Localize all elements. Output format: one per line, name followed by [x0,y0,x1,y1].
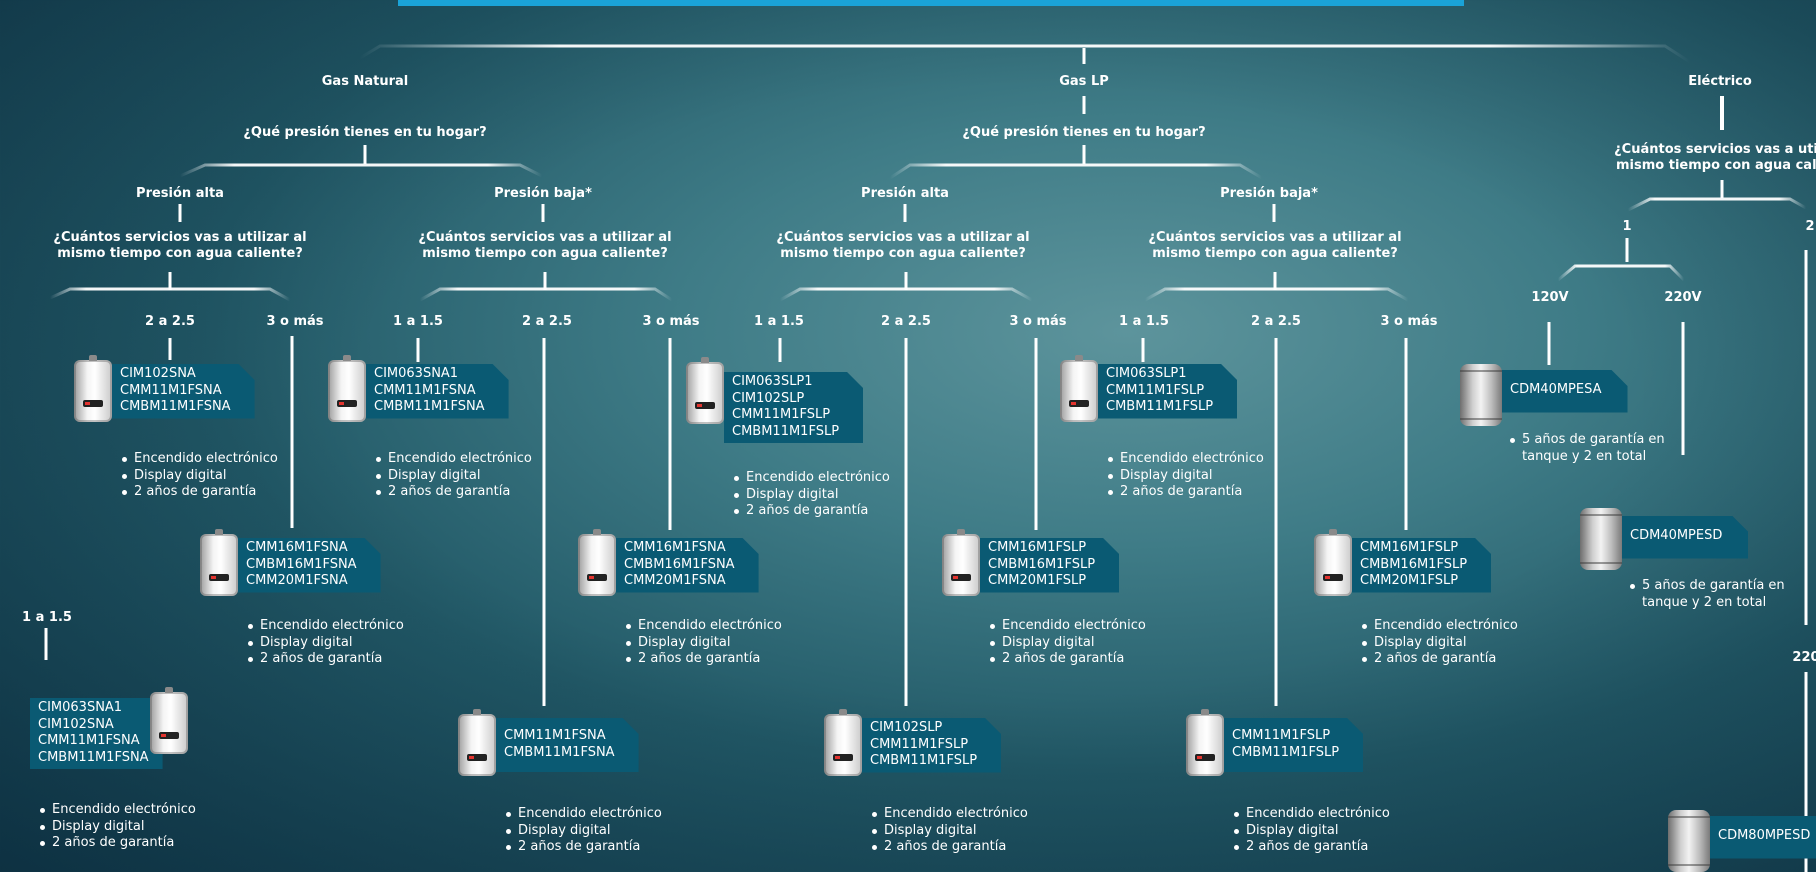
label-range-gn-alta-2a25: 2 a 2.5 [145,314,195,329]
label-electrico: Eléctrico [1688,74,1752,89]
question-servicios-electrico: ¿Cuántos servicios vas a utilizamismo ti… [1614,142,1816,173]
label-presion-alta-lp: Presión alta [861,186,949,201]
label-120v: 120V [1531,290,1569,305]
label-range-gn-alta-1a15: 1 a 1.5 [22,610,72,625]
label-range-lp-baja-3: 3 o más [1380,314,1438,329]
model-tag: CDM40MPESD [1622,516,1748,559]
label-presion-baja-lp: Presión baja* [1220,186,1318,201]
tank-heater-icon [1580,508,1622,570]
water-heater-icon [1314,529,1352,596]
label-range-lp-baja-1a15: 1 a 1.5 [1119,314,1169,329]
water-heater-icon [200,529,238,596]
label-range-lp-baja-2a25: 2 a 2.5 [1251,314,1301,329]
label-range-lp-alta-2a25: 2 a 2.5 [881,314,931,329]
water-heater-icon [942,529,980,596]
label-presion-baja-gn: Presión baja* [494,186,592,201]
water-heater-icon [150,687,188,754]
water-heater-icon [74,355,112,422]
label-gas-lp: Gas LP [1059,74,1109,89]
label-electrico-1: 1 [1622,219,1632,234]
question-presion-gn: ¿Qué presión tienes en tu hogar? [243,125,487,140]
water-heater-icon [1186,709,1224,776]
top-accent-bar [398,0,1464,6]
label-range-gn-baja-2a25: 2 a 2.5 [522,314,572,329]
question-presion-lp: ¿Qué presión tienes en tu hogar? [962,125,1206,140]
label-range-lp-alta-3: 3 o más [1009,314,1067,329]
water-heater-icon [328,355,366,422]
water-heater-icon [1060,355,1098,422]
model-tag: CDM40MPESA [1502,370,1628,413]
label-range-gn-baja-3: 3 o más [642,314,700,329]
label-electrico-2: 2 [1805,219,1815,234]
tank-heater-icon [1668,810,1710,872]
tank-heater-icon [1460,364,1502,426]
label-range-gn-baja-1a15: 1 a 1.5 [393,314,443,329]
model-tag: CDM80MPESD [1710,816,1816,859]
label-range-gn-alta-3: 3 o más [266,314,324,329]
water-heater-icon [824,709,862,776]
label-gas-natural: Gas Natural [321,74,409,89]
label-220v: 220V [1664,290,1702,305]
label-presion-alta-gn: Presión alta [136,186,224,201]
water-heater-icon [686,357,724,424]
label-220-cut: 220 [1792,650,1816,665]
water-heater-icon [578,529,616,596]
water-heater-icon [458,709,496,776]
label-range-lp-alta-1a15: 1 a 1.5 [754,314,804,329]
